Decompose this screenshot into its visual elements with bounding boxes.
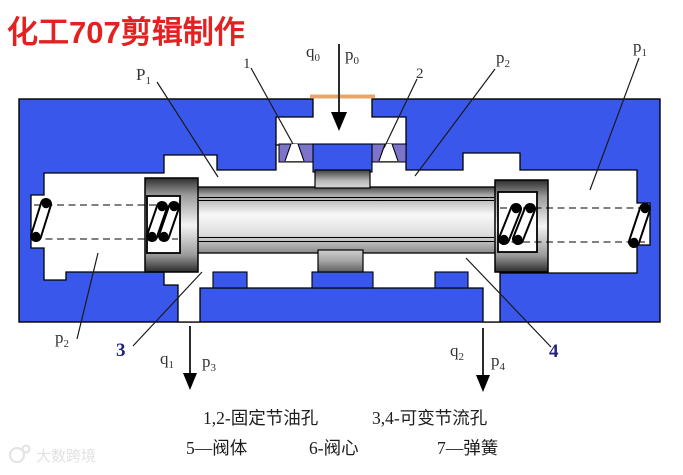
label-q2: q2 <box>450 341 464 363</box>
label-hole-2: 2 <box>416 66 424 82</box>
label-p4: p4 <box>491 351 506 373</box>
nozzle-throat-1-edge <box>284 143 292 162</box>
pointer-line-hole-2 <box>383 78 418 149</box>
watermark: 大数跨境 <box>9 444 96 465</box>
pointer-line-p1-upper-right <box>589 57 640 191</box>
label-q1: q1 <box>160 349 174 371</box>
pointer-line-p1-upper-left <box>156 81 219 178</box>
center-pedestal <box>311 271 374 289</box>
spring-coil-icon <box>498 203 522 245</box>
outlet-flow-arrow-right-icon <box>476 328 490 392</box>
outlet-flow-arrow-left-icon <box>183 326 197 390</box>
nozzle-throat-2-edge <box>391 143 399 162</box>
nozzle-throat-1-edge <box>297 143 305 162</box>
watermark-logo-icon <box>9 447 25 463</box>
label-p2-upper: p2 <box>496 48 510 70</box>
legend-spring: 7—弹簧 <box>437 438 498 458</box>
legend-valve-core: 6-阀心 <box>309 438 359 458</box>
label-p3: p3 <box>202 352 217 374</box>
pointer-line-hole-4 <box>465 257 552 348</box>
legend-fixed-orifices: 1,2-固定节油孔 <box>203 408 318 428</box>
label-p2-lower: p2 <box>55 328 69 350</box>
spring-coil-icon <box>628 203 651 248</box>
spring-coil-icon <box>30 198 52 242</box>
spring-coil-icon <box>146 201 168 242</box>
label-p0: p0 <box>345 45 360 67</box>
label-p1-upper-left: P1 <box>136 65 151 87</box>
pointer-line-p2-upper <box>414 68 496 177</box>
page-title: 化工707剪辑制作 <box>7 15 245 50</box>
spool-center-land-top <box>314 169 371 189</box>
watermark-logo-icon <box>21 444 31 454</box>
inlet-flow-arrow-icon <box>331 44 347 131</box>
bottom-tab-right <box>434 271 469 289</box>
pointer-line-p2-lower <box>76 252 99 340</box>
pointer-line-hole-3 <box>132 271 203 347</box>
watermark-text: 大数跨境 <box>36 447 96 465</box>
spring-coil-icon <box>158 201 180 242</box>
center-divider-block <box>312 143 373 173</box>
spool-center-land-bottom <box>317 249 364 273</box>
pointer-line-hole-1 <box>250 67 294 145</box>
label-hole-3: 3 <box>116 340 126 361</box>
label-hole-4: 4 <box>549 341 559 362</box>
legend-variable-orifices: 3,4-可变节流孔 <box>372 408 487 428</box>
spool-shaft <box>195 186 498 254</box>
label-q0: q0 <box>306 42 321 64</box>
label-p1-upper-right: p1 <box>633 37 647 59</box>
label-hole-1: 1 <box>243 56 251 72</box>
legend-valve-body: 5—阀体 <box>186 438 248 458</box>
bottom-tab-left <box>212 271 248 289</box>
spring-coil-icon <box>512 203 536 245</box>
